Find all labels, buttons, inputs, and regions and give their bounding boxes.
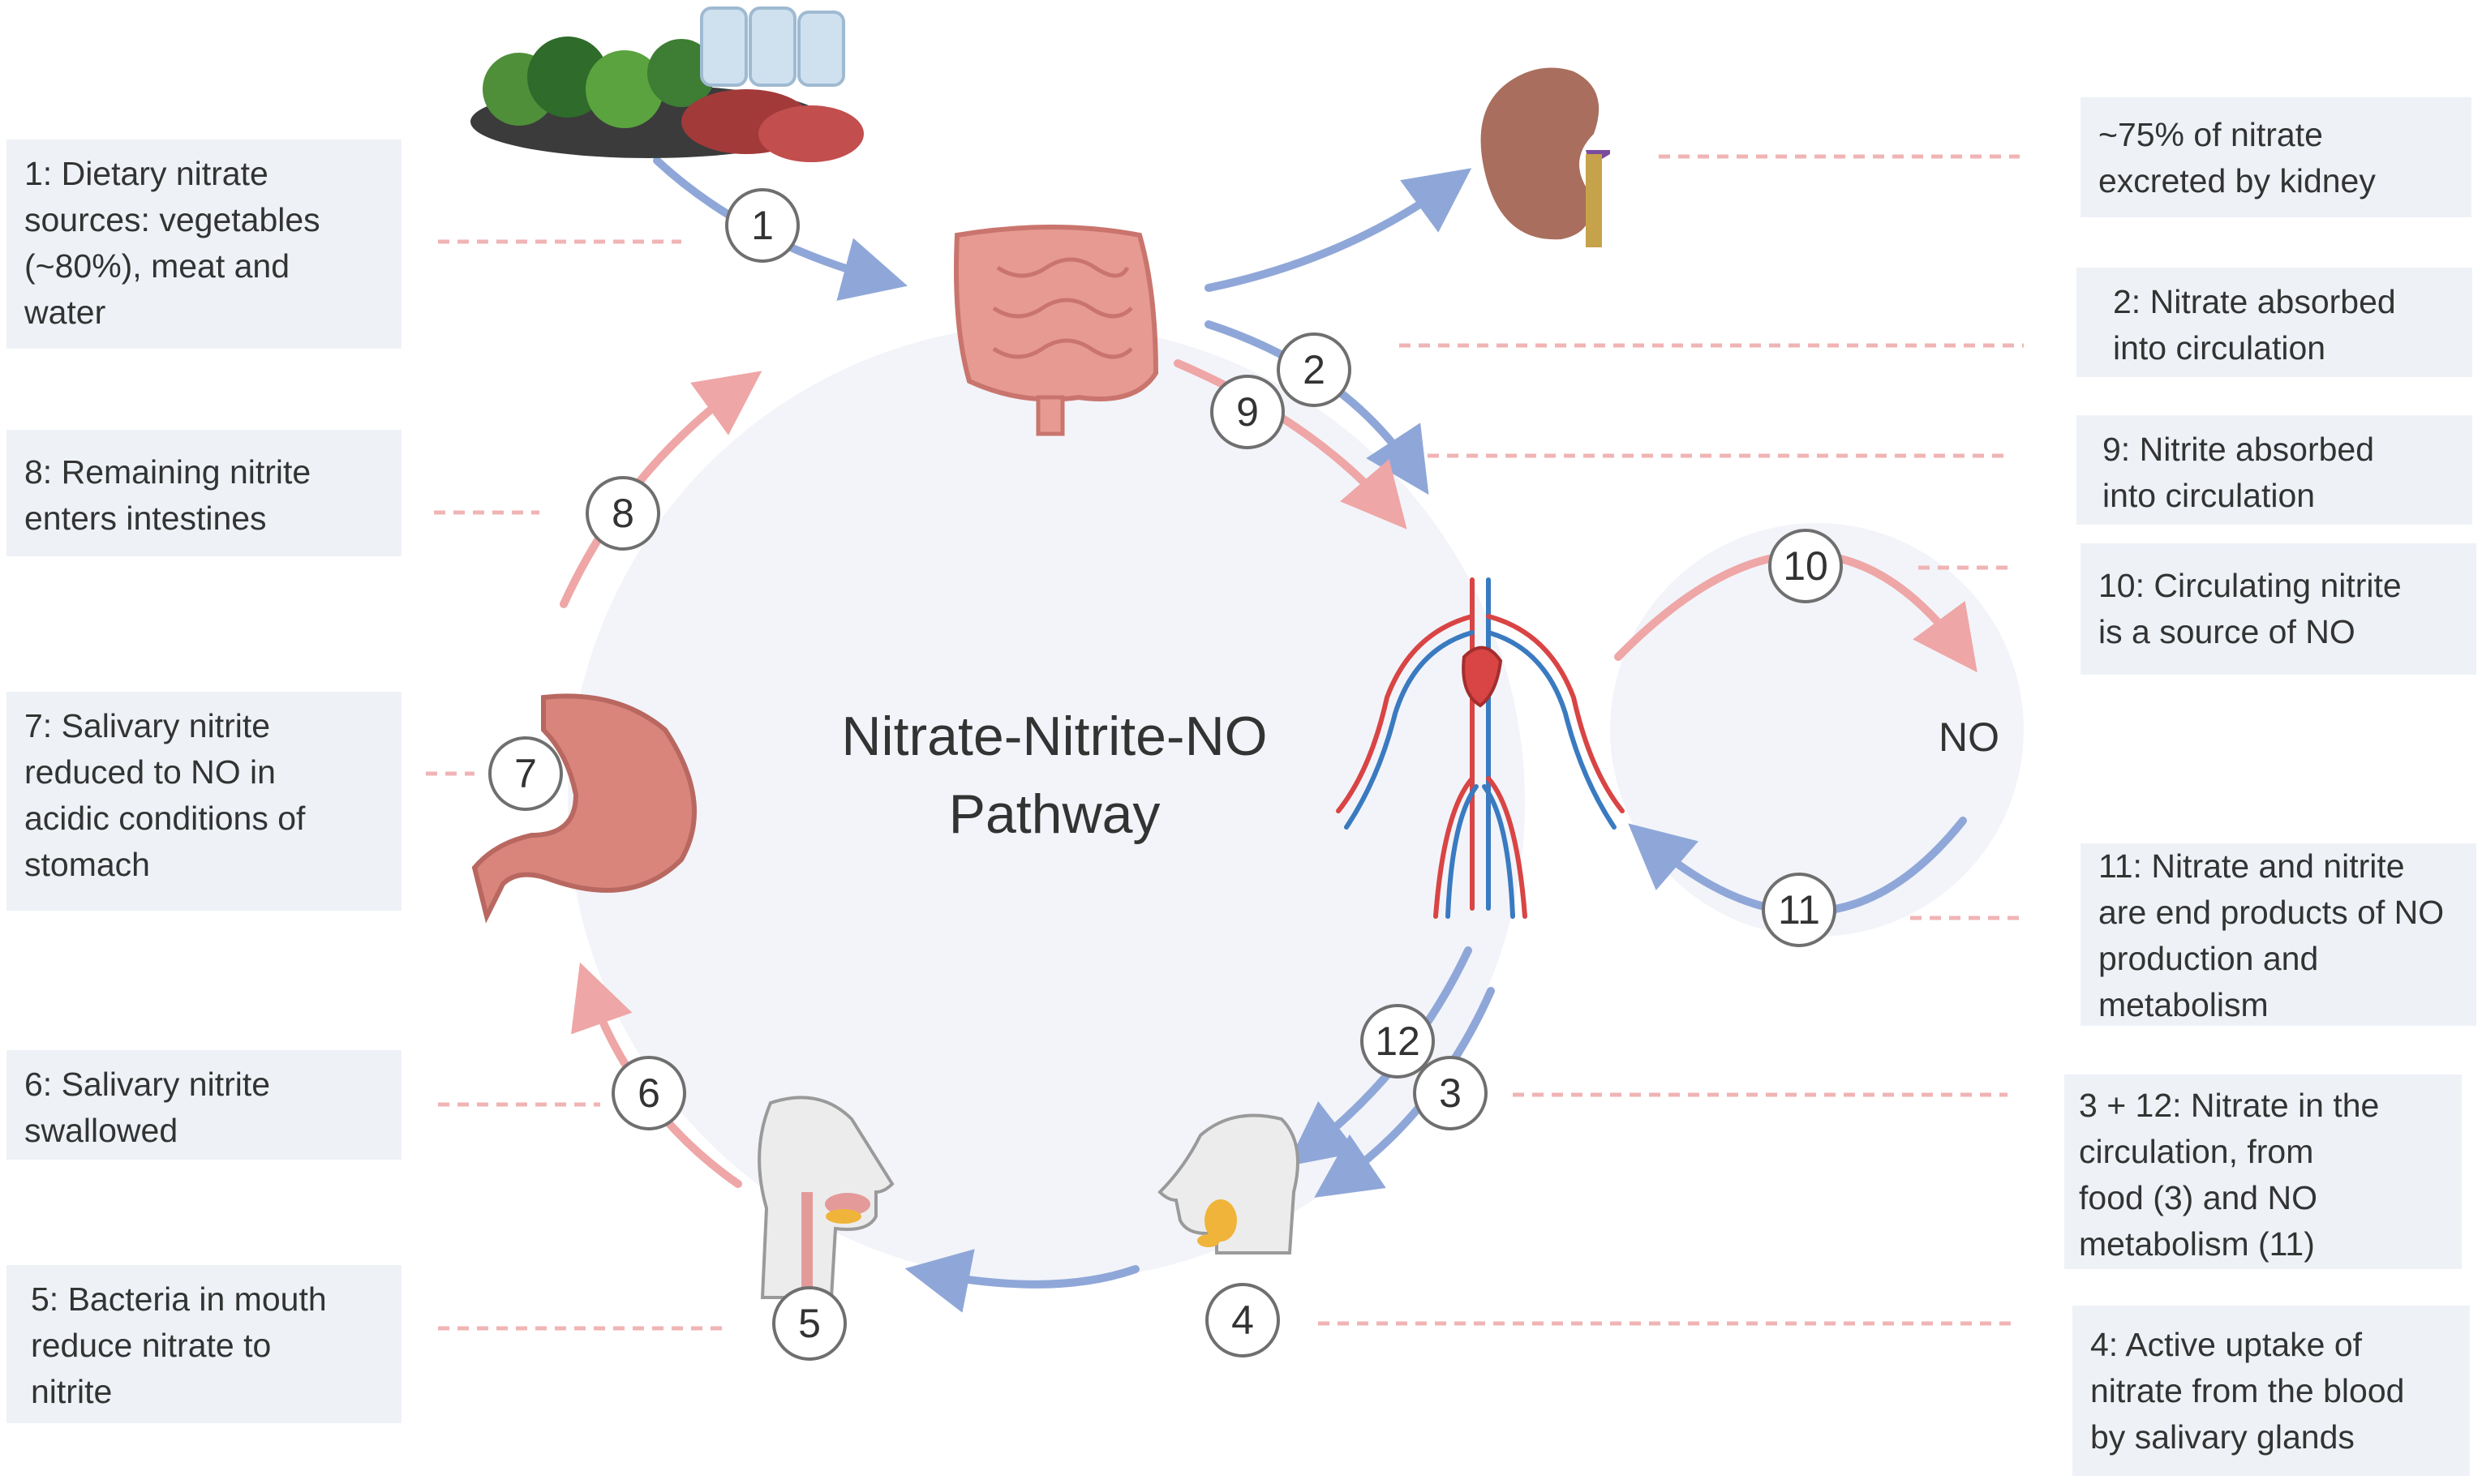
step-number-10: 10 xyxy=(1783,543,1828,589)
box-step-4-line: 4: Active uptake of xyxy=(2090,1326,2363,1363)
box-step-3-12: 3 + 12: Nitrate in the circulation, from… xyxy=(2064,1074,2462,1269)
box-step-1: 1: Dietary nitrate sources: vegetables (… xyxy=(6,139,402,349)
box-step-8-line: enters intestines xyxy=(24,500,267,537)
box-step-9-line: 9: Nitrite absorbed xyxy=(2102,431,2375,468)
box-step-7-line: stomach xyxy=(24,846,150,883)
step-number-9: 9 xyxy=(1236,389,1259,435)
step-badge-10 xyxy=(1768,529,1843,603)
step-number-2: 2 xyxy=(1303,347,1325,392)
step-badge-7 xyxy=(488,736,563,811)
pathway-title: Nitrate-Nitrite-NO Pathway xyxy=(779,697,1330,853)
box-step-7-line: reduced to NO in xyxy=(24,753,276,791)
box-kidney: ~75% of nitrate excreted by kidney xyxy=(2080,97,2471,217)
step-badge-11 xyxy=(1762,873,1836,947)
box-step-5-line: reduce nitrate to xyxy=(31,1327,272,1364)
food-icon xyxy=(470,6,864,162)
box-kidney-line: excreted by kidney xyxy=(2098,162,2376,199)
box-step-1-line: water xyxy=(24,294,106,331)
head-mouth-icon xyxy=(758,1096,895,1299)
box-step-6-line: 6: Salivary nitrite xyxy=(24,1066,271,1103)
box-step-3-12-line: circulation, from xyxy=(2079,1133,2314,1170)
box-step-7: 7: Salivary nitrite reduced to NO in aci… xyxy=(6,692,402,911)
box-step-11-line: metabolism xyxy=(2098,986,2269,1023)
box-step-11-line: 11: Nitrate and nitrite xyxy=(2098,847,2405,885)
step-number-6: 6 xyxy=(638,1070,660,1116)
box-kidney-line: ~75% of nitrate xyxy=(2098,116,2323,153)
head-salivary-icon xyxy=(1157,1113,1299,1255)
step-number-12: 12 xyxy=(1375,1019,1420,1064)
box-step-1-line: (~80%), meat and xyxy=(24,247,290,285)
arrow-9 xyxy=(1174,359,1407,530)
box-step-7-line: 7: Salivary nitrite xyxy=(24,707,271,744)
step-number-1: 1 xyxy=(751,203,774,248)
step-number-5: 5 xyxy=(798,1301,821,1346)
box-step-10: 10: Circulating nitrite is a source of N… xyxy=(2080,543,2476,675)
box-step-1-line: 1: Dietary nitrate xyxy=(24,155,268,192)
box-step-5-line: 5: Bacteria in mouth xyxy=(31,1280,327,1318)
box-step-10-line: is a source of NO xyxy=(2098,613,2355,650)
arrow-kidney xyxy=(1204,168,1472,292)
step-number-8: 8 xyxy=(612,491,634,536)
box-step-4-line: nitrate from the blood xyxy=(2090,1372,2405,1409)
step-number-7: 7 xyxy=(514,751,537,796)
step-badge-5 xyxy=(772,1286,847,1361)
box-step-10-line: 10: Circulating nitrite xyxy=(2098,567,2402,604)
title-line-2: Pathway xyxy=(948,783,1161,845)
pathway-circle xyxy=(568,324,1525,1281)
step-badge-8 xyxy=(586,476,660,551)
box-step-2-line: into circulation xyxy=(2113,329,2326,367)
box-step-11-line: production and xyxy=(2098,940,2319,977)
box-step-9-line: into circulation xyxy=(2102,477,2316,514)
step-badge-9 xyxy=(1210,375,1285,449)
step-number-11: 11 xyxy=(1778,887,1820,933)
step-number-3: 3 xyxy=(1439,1070,1462,1116)
box-step-4-line: by salivary glands xyxy=(2090,1418,2355,1456)
box-step-5: 5: Bacteria in mouth reduce nitrate to n… xyxy=(6,1265,402,1423)
box-step-3-12-line: food (3) and NO xyxy=(2079,1179,2317,1216)
box-step-8-line: 8: Remaining nitrite xyxy=(24,453,311,491)
box-step-3-12-line: 3 + 12: Nitrate in the xyxy=(2079,1087,2380,1124)
box-step-7-line: acidic conditions of xyxy=(24,800,306,837)
step-badge-12 xyxy=(1360,1004,1435,1079)
box-step-9: 9: Nitrite absorbed into circulation xyxy=(2076,415,2472,525)
box-step-3-12-line: metabolism (11) xyxy=(2079,1225,2315,1263)
step-badge-1 xyxy=(725,188,800,263)
intestine-icon xyxy=(954,225,1159,436)
no-label: NO xyxy=(1939,714,1999,760)
box-step-2: 2: Nitrate absorbed into circulation xyxy=(2076,268,2472,377)
box-step-6: 6: Salivary nitrite swallowed xyxy=(6,1050,402,1160)
step-badge-3 xyxy=(1413,1056,1488,1130)
box-step-11: 11: Nitrate and nitrite are end products… xyxy=(2080,843,2476,1026)
step-number-4: 4 xyxy=(1231,1297,1254,1343)
stomach-icon xyxy=(471,693,697,924)
box-step-2-line: 2: Nitrate absorbed xyxy=(2113,283,2396,320)
title-line-1: Nitrate-Nitrite-NO xyxy=(841,706,1268,767)
step-badge-2 xyxy=(1277,332,1351,407)
box-step-1-line: sources: vegetables xyxy=(24,201,320,238)
kidney-icon xyxy=(1480,67,1610,247)
box-step-5-line: nitrite xyxy=(31,1373,113,1410)
step-badge-6 xyxy=(612,1056,686,1130)
box-step-6-line: swallowed xyxy=(24,1112,178,1149)
circulatory-system-icon xyxy=(1336,577,1625,919)
box-step-8: 8: Remaining nitrite enters intestines xyxy=(6,430,402,556)
box-step-4: 4: Active uptake of nitrate from the blo… xyxy=(2072,1306,2470,1476)
arrow-4 xyxy=(904,1249,1140,1313)
step-badge-4 xyxy=(1205,1283,1280,1357)
box-step-11-line: are end products of NO xyxy=(2098,894,2445,931)
